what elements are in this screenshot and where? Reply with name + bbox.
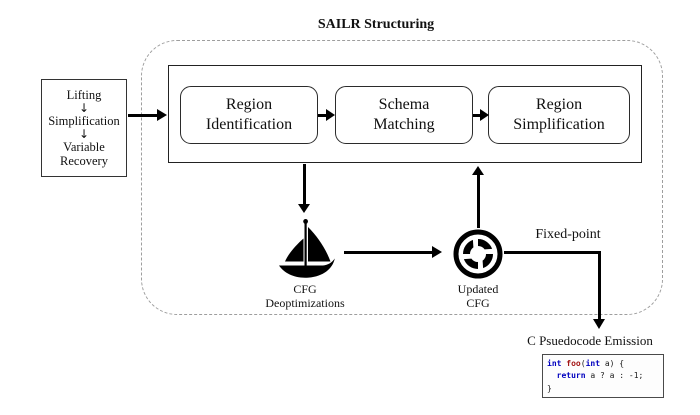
step-lifting: Lifting (66, 88, 102, 102)
preprocessing-box: Lifting ↓ Simplification ↓ Variable Reco… (41, 79, 127, 177)
step-variable-recovery: Variable Recovery (60, 140, 108, 168)
figure-title: SAILR Structuring (317, 17, 435, 32)
fixed-point-arrowhead-icon (593, 319, 605, 329)
input-arrow-line (128, 114, 158, 117)
down-arrow-icon: ↓ (78, 127, 90, 141)
updated-cfg-label-line1: Updated (457, 282, 499, 296)
code-token: int (585, 359, 601, 368)
code-token: a) { (600, 359, 625, 368)
down-arrow-icon: ↓ (78, 101, 90, 115)
to-deopt-arrowhead-icon (298, 204, 310, 213)
sailr-structuring-region (141, 40, 663, 315)
sailboat-icon (279, 219, 335, 278)
code-token: foo (566, 359, 581, 368)
stage-region-identification: Region Identification (180, 86, 318, 144)
cfg-deopt-label-line1: CFG (293, 282, 317, 296)
to-deopt-arrow-line (303, 164, 306, 205)
step-simplification: Simplification (48, 114, 120, 128)
code-token (547, 371, 557, 380)
stage-label: Schema Matching (373, 96, 435, 133)
input-arrowhead-icon (157, 109, 167, 121)
stage-label: Region Identification (205, 96, 293, 133)
updated-to-pipeline-arrowhead-icon (472, 166, 484, 175)
code-line: return a ? a : -1; (547, 370, 659, 382)
deopt-to-updated-arrow-line (344, 251, 433, 254)
stage-arrowhead-icon (326, 109, 335, 121)
fixed-point-hline (504, 251, 601, 254)
code-token: return (556, 371, 586, 381)
deopt-to-updated-arrowhead-icon (432, 246, 442, 258)
code-line: } (547, 383, 659, 395)
code-line: int foo(int a) { (547, 358, 659, 370)
emission-heading: C Psuedocode Emission (527, 333, 653, 348)
stage-arrowhead-icon (480, 109, 489, 121)
updated-cfg-cycle-icon (453, 229, 503, 279)
code-box: int foo(int a) { return a ? a : -1;} (542, 354, 664, 398)
code-token: a ? a : -1; (585, 371, 644, 381)
fixed-point-vline (598, 251, 601, 319)
stage-arrow-line (318, 114, 328, 117)
cfg-deopt-label-line2: Deoptimizations (265, 296, 345, 310)
stage-label: Region Simplification (513, 96, 605, 133)
stage-schema-matching: Schema Matching (335, 86, 473, 144)
code-token: } (547, 383, 552, 393)
updated-cfg-label-line2: CFG (466, 296, 490, 310)
code-token: int (547, 359, 562, 368)
code-token: ( (580, 359, 586, 368)
updated-to-pipeline-arrow-line (477, 174, 480, 228)
stage-region-simplification: Region Simplification (488, 86, 630, 144)
fixed-point-label: Fixed-point (535, 227, 601, 242)
stage-arrow-line (473, 114, 482, 117)
